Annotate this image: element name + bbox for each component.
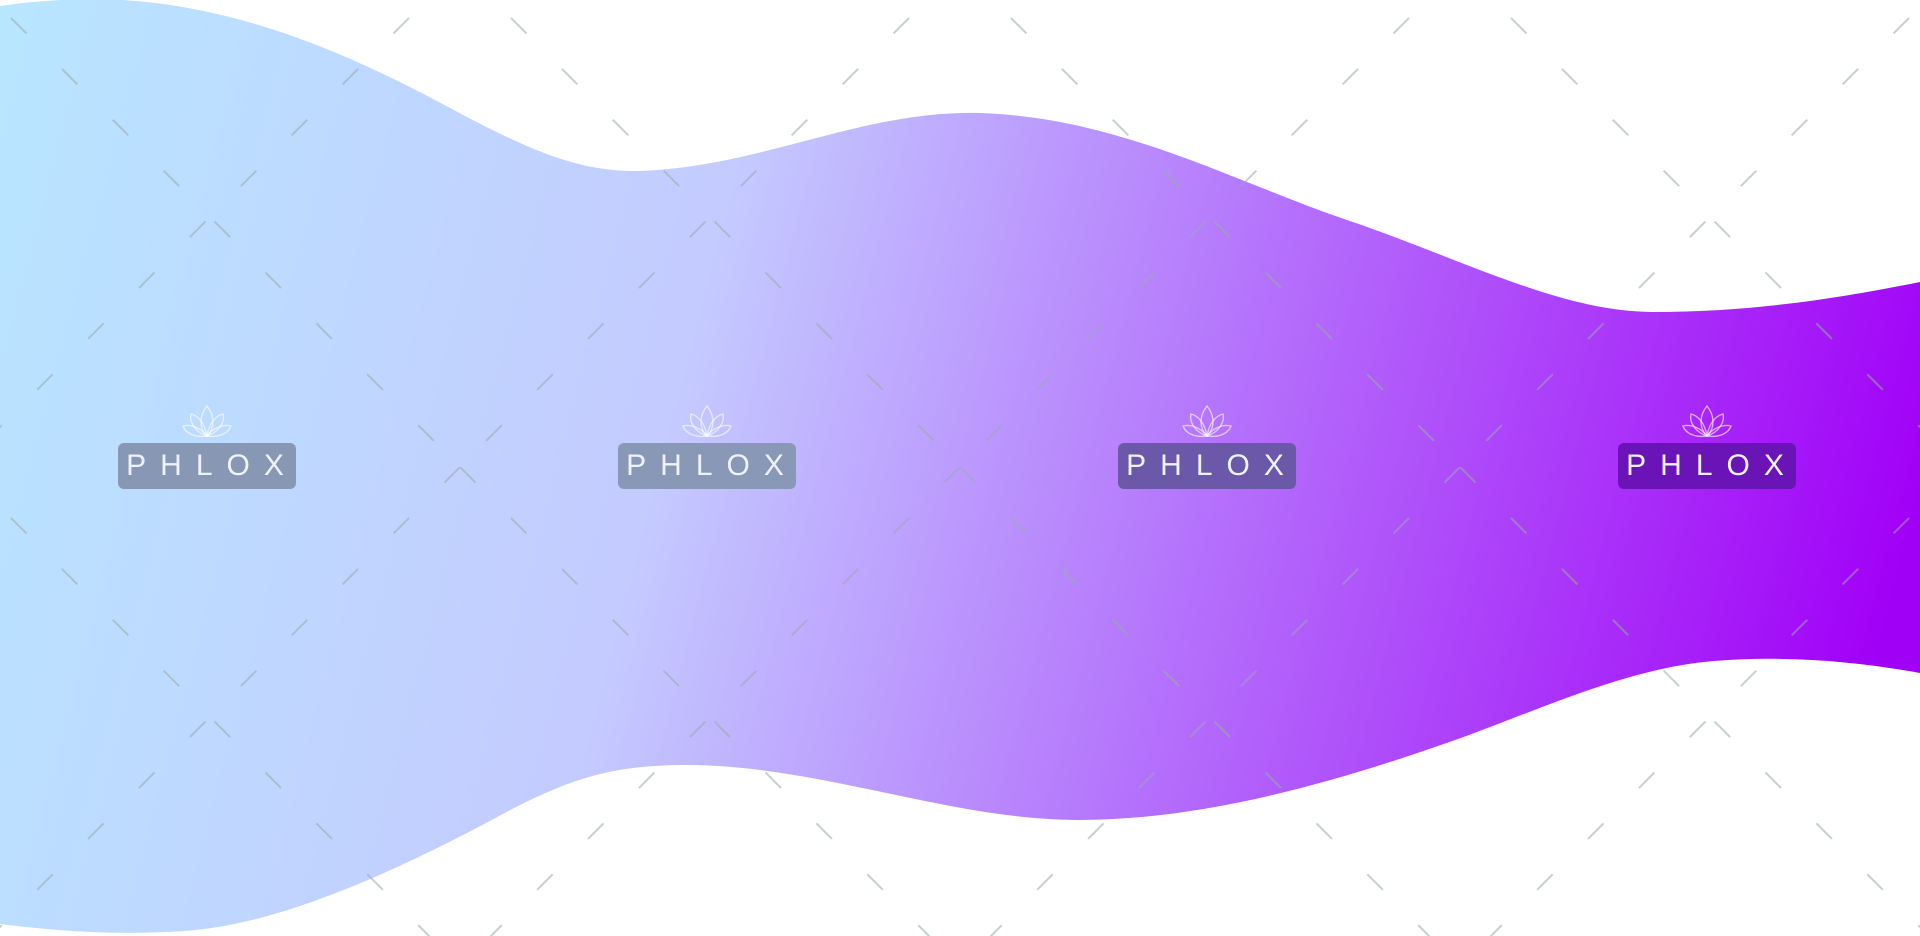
watermark-text: PHLOX [126, 449, 298, 482]
lotus-logo-icon [181, 402, 233, 442]
lotus-logo-icon [1181, 402, 1233, 442]
lotus-logo-icon [681, 402, 733, 442]
lotus-logo-icon [1681, 402, 1733, 442]
watermark-text: PHLOX [1126, 449, 1298, 482]
watermark-logo: PHLOX [618, 443, 796, 489]
watermark-logo: PHLOX [118, 443, 296, 489]
watermark-logo: PHLOX [1618, 443, 1796, 489]
watermark-text: PHLOX [1626, 449, 1798, 482]
watermark-logo: PHLOX [1118, 443, 1296, 489]
watermark-text: PHLOX [626, 449, 798, 482]
